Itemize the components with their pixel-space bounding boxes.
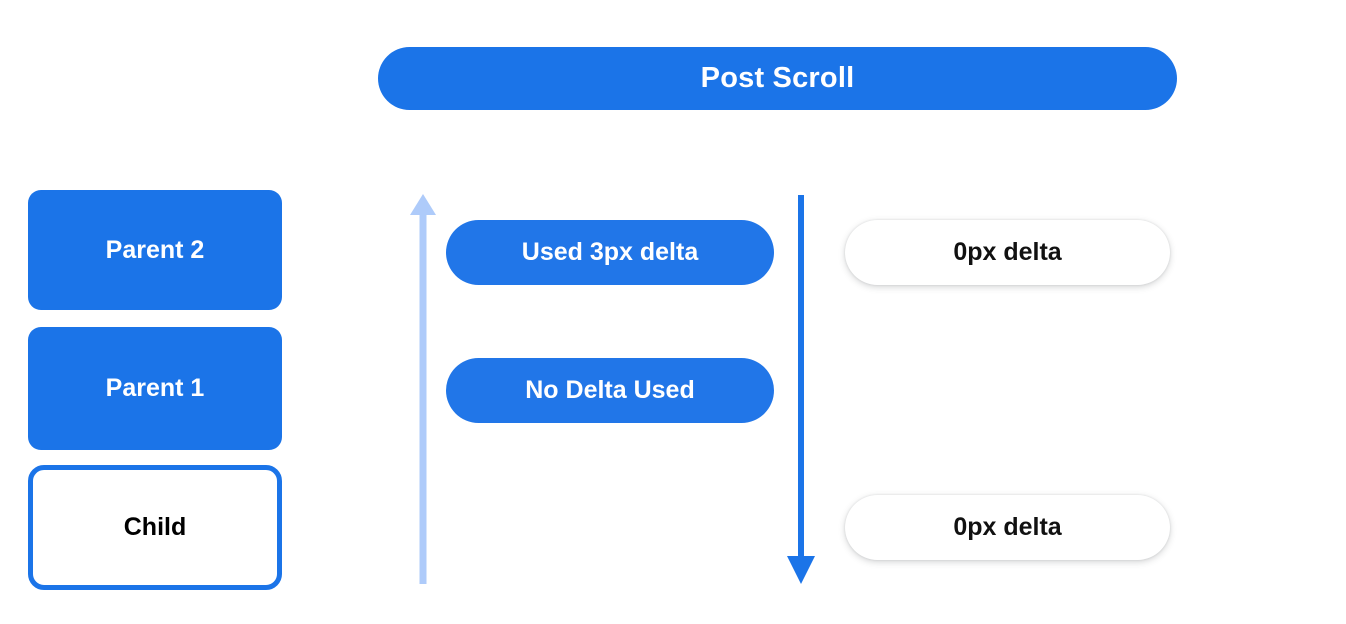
pill-remaining-delta-top: 0px delta (845, 220, 1170, 285)
box-parent-2-label: Parent 2 (105, 235, 205, 264)
post-scroll-header-label: Post Scroll (700, 62, 855, 94)
scroll-chain-up-arrow-icon (410, 194, 436, 584)
box-child-label: Child (123, 513, 187, 541)
box-parent-1: Parent 1 (28, 327, 282, 450)
box-child: Child (28, 465, 282, 590)
pill-remaining-delta-bottom-label: 0px delta (953, 513, 1062, 541)
box-parent-2: Parent 2 (28, 190, 282, 310)
pill-used-3px-delta-label: Used 3px delta (521, 238, 699, 266)
pill-used-3px-delta: Used 3px delta (446, 220, 774, 285)
scroll-chain-down-arrow-icon (787, 195, 815, 584)
pill-no-delta-used-label: No Delta Used (525, 376, 695, 404)
post-scroll-header-bar: Post Scroll (378, 47, 1177, 110)
pill-no-delta-used: No Delta Used (446, 358, 774, 423)
box-parent-1-label: Parent 1 (105, 374, 205, 402)
pill-remaining-delta-top-label: 0px delta (953, 238, 1062, 266)
pill-remaining-delta-bottom: 0px delta (845, 495, 1170, 560)
